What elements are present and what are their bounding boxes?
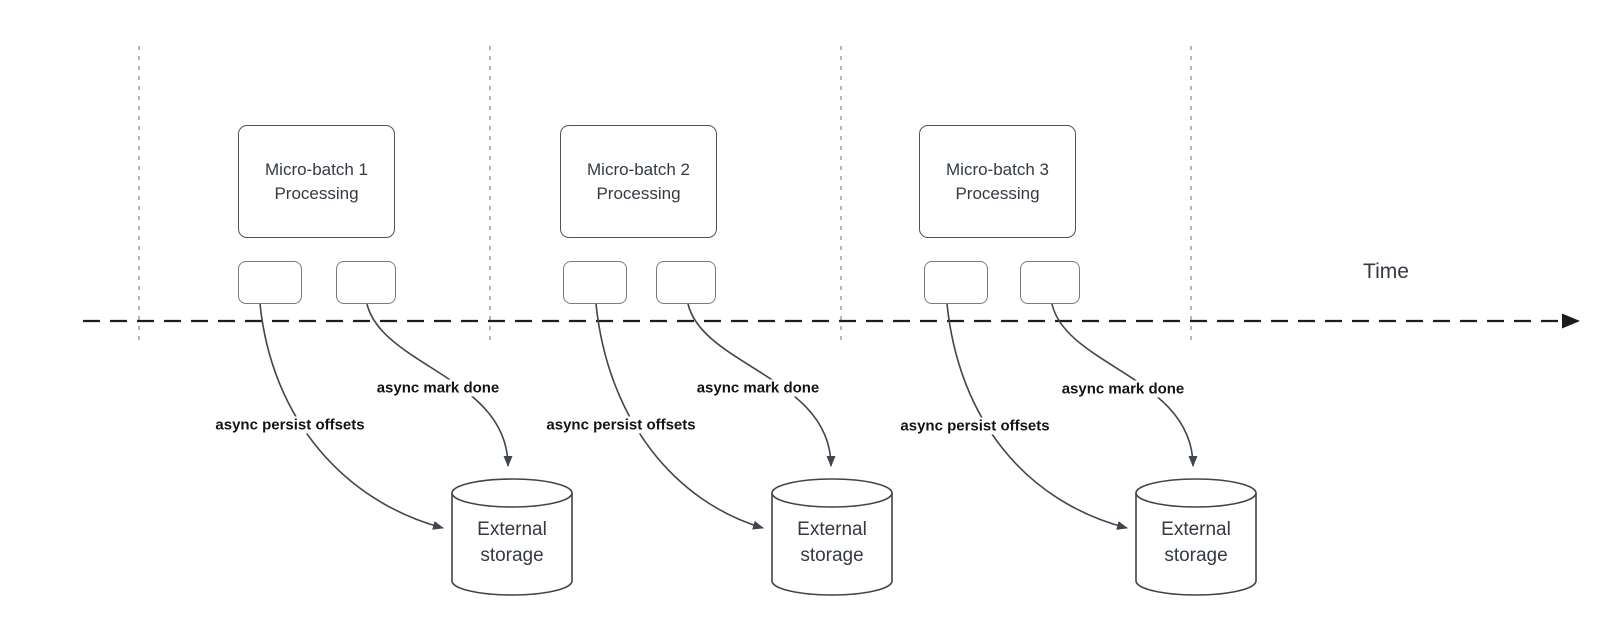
done-task-box-2 — [656, 261, 716, 304]
micro-batch-1-subtitle: Processing — [274, 183, 359, 203]
done-task-box-3 — [1020, 261, 1080, 304]
mark-done-label-2: async mark done — [693, 379, 823, 397]
done-task-box-1 — [336, 261, 396, 304]
external-storage-cylinder-3 — [1135, 478, 1257, 596]
mark-done-arrow-1 — [366, 303, 513, 467]
persist-offsets-label-2: async persist offsets — [543, 416, 699, 434]
mark-done-arrow-3 — [1051, 303, 1198, 467]
persist-offsets-arrow-3 — [946, 303, 1128, 530]
mark-done-label-1: async mark done — [373, 379, 503, 397]
persist-offsets-label-3: async persist offsets — [897, 417, 1053, 435]
micro-batch-3-title: Micro-batch 3 — [946, 159, 1049, 179]
persist-offsets-label-1: async persist offsets — [212, 416, 368, 434]
time-axis-arrowhead-icon — [1562, 313, 1580, 329]
micro-batch-2-title: Micro-batch 2 — [587, 159, 690, 179]
micro-batch-2-box: Micro-batch 2 Processing — [560, 125, 717, 238]
micro-batch-1-box: Micro-batch 1 Processing — [238, 125, 395, 238]
persist-offsets-arrow-1 — [259, 303, 444, 530]
external-storage-label-3: External storage — [1161, 519, 1231, 566]
micro-batch-3-box: Micro-batch 3 Processing — [919, 125, 1076, 238]
micro-batch-2-subtitle: Processing — [596, 183, 681, 203]
external-storage-cylinder-1 — [451, 478, 573, 596]
mark-done-arrow-2 — [687, 303, 836, 467]
offset-task-box-3 — [924, 261, 988, 304]
external-storage-label-2: External storage — [797, 519, 867, 566]
time-axis-label: Time — [1363, 260, 1409, 283]
persist-offsets-arrow-2 — [595, 303, 764, 530]
micro-batch-3-subtitle: Processing — [955, 183, 1040, 203]
external-storage-cylinder-2 — [771, 478, 893, 596]
mark-done-label-3: async mark done — [1058, 380, 1188, 398]
external-storage-label-1: External storage — [477, 519, 547, 566]
offset-task-box-1 — [238, 261, 302, 304]
offset-task-box-2 — [563, 261, 627, 304]
micro-batch-1-title: Micro-batch 1 — [265, 159, 368, 179]
